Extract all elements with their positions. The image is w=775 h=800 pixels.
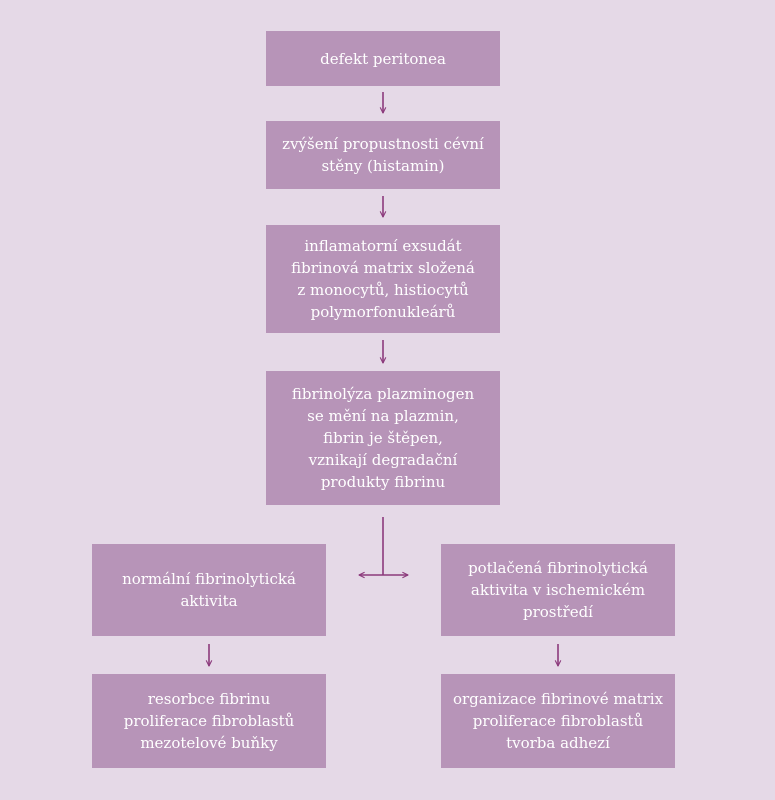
node-resorbce-fibrinu: resorbce fibrinu proliferace fibroblastů…	[92, 674, 326, 768]
node-organizace-matrix: organizace fibrinové matrix proliferace …	[441, 674, 675, 768]
node-defekt-peritonea: defekt peritonea	[266, 31, 500, 86]
node-normalni-aktivita: normální fibrinolytická aktivita	[92, 544, 326, 636]
node-fibrinolyza: fibrinolýza plazminogen se mění na plazm…	[266, 371, 500, 505]
node-inflamatorni-exsudat: inflamatorní exsudát fibrinová matrix sl…	[266, 225, 500, 333]
node-zvyseni-propustnosti: zvýšení propustnosti cévní stěny (histam…	[266, 121, 500, 189]
node-potlacena-aktivita: potlačená fibrinolytická aktivita v isch…	[441, 544, 675, 636]
